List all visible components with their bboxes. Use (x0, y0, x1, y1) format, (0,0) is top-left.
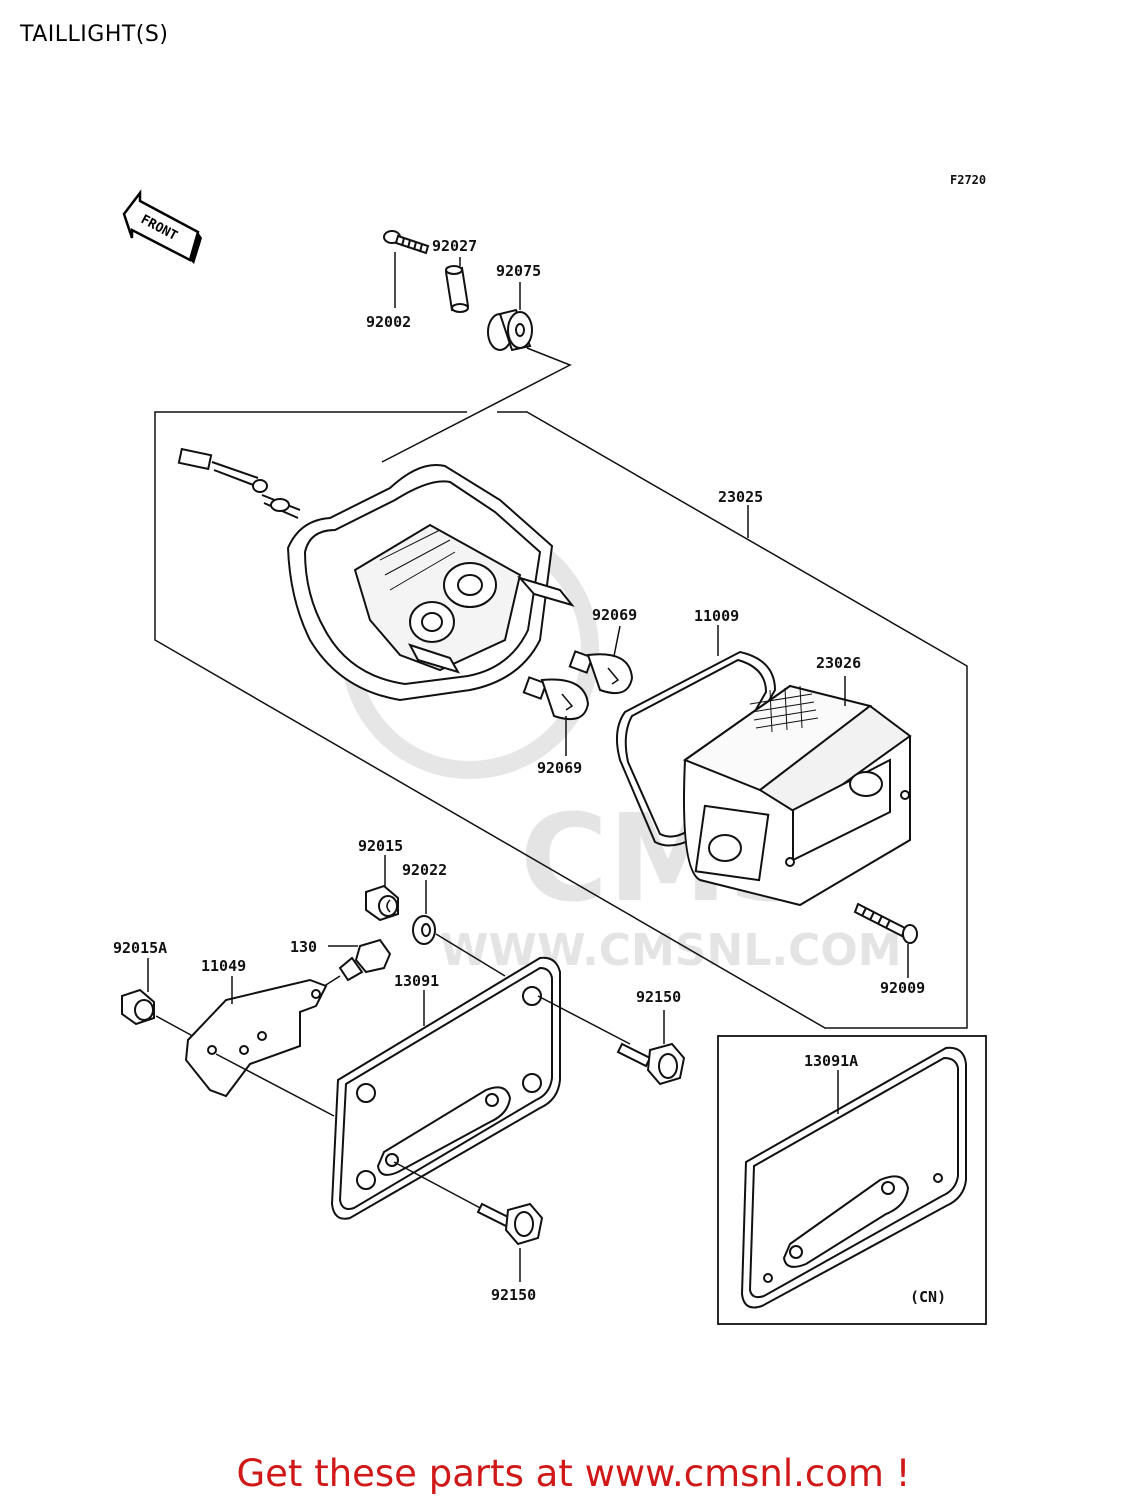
label-92150-lower: 92150 (491, 1286, 536, 1304)
part-92002-bolt (383, 230, 430, 255)
label-11049: 11049 (201, 957, 246, 975)
front-arrow-icon: FRONT (122, 189, 202, 264)
taillight-base (286, 464, 575, 702)
cn-variant-box (717, 1035, 987, 1325)
label-92150-upper: 92150 (636, 988, 681, 1006)
label-23026: 23026 (816, 654, 861, 672)
label-11009: 11009 (694, 607, 739, 625)
figure-code: F2720 (950, 173, 986, 187)
label-92009: 92009 (880, 979, 925, 997)
part-92022-washer (412, 915, 436, 945)
label-23025: 23025 (718, 488, 763, 506)
label-92022: 92022 (402, 861, 447, 879)
label-92069-lower: 92069 (537, 759, 582, 777)
footer-suffix: ! (883, 1452, 911, 1495)
part-92015-nut (365, 884, 399, 922)
label-92075: 92075 (496, 262, 541, 280)
label-92002: 92002 (366, 313, 411, 331)
label-92069-upper: 92069 (592, 606, 637, 624)
page-title: TAILLIGHT(S) (20, 22, 169, 47)
footer-prefix: Get these parts at (236, 1452, 585, 1495)
part-130-bolt (338, 938, 392, 982)
watermark-url: WWW.CMSNL.COM (440, 925, 902, 976)
label-92027: 92027 (432, 237, 477, 255)
part-13091-plate (330, 956, 561, 1220)
cn-variant-note: (CN) (910, 1288, 946, 1306)
part-92150-bolt-lower (476, 1202, 544, 1246)
wire-connector (177, 447, 301, 519)
assembly-frame (154, 411, 968, 1029)
label-92015A: 92015A (113, 939, 167, 957)
label-13091: 13091 (394, 972, 439, 990)
exploded-parts-diagram: CMS WWW.CMSNL.COM F2720 FRONT (113, 173, 987, 1325)
part-11009-gasket (615, 650, 777, 847)
part-92150-bolt-upper (616, 1042, 686, 1086)
part-92015A-nut (121, 988, 155, 1026)
part-23026-lens (682, 684, 912, 907)
label-13091A: 13091A (804, 1052, 858, 1070)
label-130: 130 (290, 938, 317, 956)
label-92015: 92015 (358, 837, 403, 855)
part-92027-collar (444, 265, 470, 313)
part-92075-grommet (487, 308, 533, 352)
part-92069-bulb-upper (568, 650, 634, 694)
footer-cta: Get these parts at www.cmsnl.com ! (0, 1452, 1147, 1495)
part-92009-screw (853, 902, 918, 944)
footer-link[interactable]: www.cmsnl.com (584, 1452, 884, 1495)
part-13091A-plate (740, 1046, 967, 1309)
part-11049-bracket (184, 978, 328, 1098)
